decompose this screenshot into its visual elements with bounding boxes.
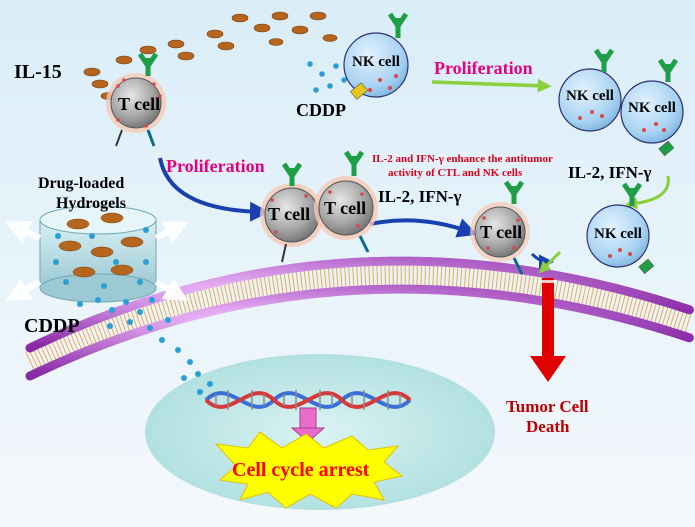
il15-label: IL-15 — [14, 61, 62, 83]
nk-cell-lower-label: NK cell — [594, 226, 642, 242]
nk-cell-lower — [586, 182, 655, 275]
arrow-nk-activation — [625, 175, 670, 210]
cddp-dots-left — [77, 297, 213, 395]
arrow-tcell-proliferation — [158, 157, 270, 222]
nk-cell-right-b — [620, 58, 684, 157]
pink-down-arrow — [290, 407, 326, 443]
nk-cell-right-b-label: NK cell — [628, 100, 676, 116]
nk-cell-right-a-label: NK cell — [566, 88, 614, 104]
cell-membrane — [25, 256, 695, 381]
hydrogel-release-arrows — [5, 221, 189, 301]
nk-cell-right-a — [558, 48, 622, 132]
t-cell-right-label: T cell — [480, 222, 522, 242]
enhance-label-line1: IL-2 and IFN-γ enhance the antitumor — [372, 153, 553, 165]
tumor-label-line2: Death — [526, 417, 570, 436]
dna-helix — [204, 390, 412, 410]
proliferation-top-label: Proliferation — [434, 58, 533, 78]
cell-cycle-burst — [214, 431, 404, 509]
nk-cell-top-label: NK cell — [352, 54, 400, 70]
t-cell-right — [470, 180, 530, 275]
arrow-nk-proliferation — [431, 78, 552, 93]
il15-particles — [83, 11, 338, 100]
hydrogel-label-line1: Drug-loaded — [38, 175, 124, 192]
tumor-death-arrow — [530, 278, 566, 382]
t-cell-mid-b-label: T cell — [324, 198, 366, 218]
arrow-cytokines-to-tcell — [369, 218, 478, 238]
hydrogel-cylinder — [39, 205, 157, 303]
cddp-top-label: CDDP — [296, 100, 346, 120]
t-cell-mid-a — [260, 162, 324, 263]
cddp-left-label: CDDP — [24, 315, 80, 337]
cytokines-mid-label: IL-2, IFN-γ — [378, 187, 462, 206]
hydrogel-label-line2: Hydrogels — [56, 195, 126, 212]
t-cell-left — [106, 52, 166, 147]
cell-cycle-label: Cell cycle arrest — [232, 459, 370, 481]
cddp-dots-top — [307, 61, 347, 93]
tumor-label-line1: Tumor Cell — [506, 397, 589, 416]
t-cell-mid-b — [314, 150, 378, 253]
cytokines-right-label: IL-2, IFN-γ — [568, 163, 652, 182]
nk-cell-top — [343, 12, 409, 100]
arrow-nk-to-tumor — [538, 250, 562, 274]
t-cell-mid-a-label: T cell — [268, 204, 310, 224]
enhance-label-line2: activity of CTL and NK cells — [388, 167, 523, 179]
t-cell-left-label: T cell — [118, 94, 160, 114]
proliferation-mid-label: Proliferation — [166, 156, 265, 176]
